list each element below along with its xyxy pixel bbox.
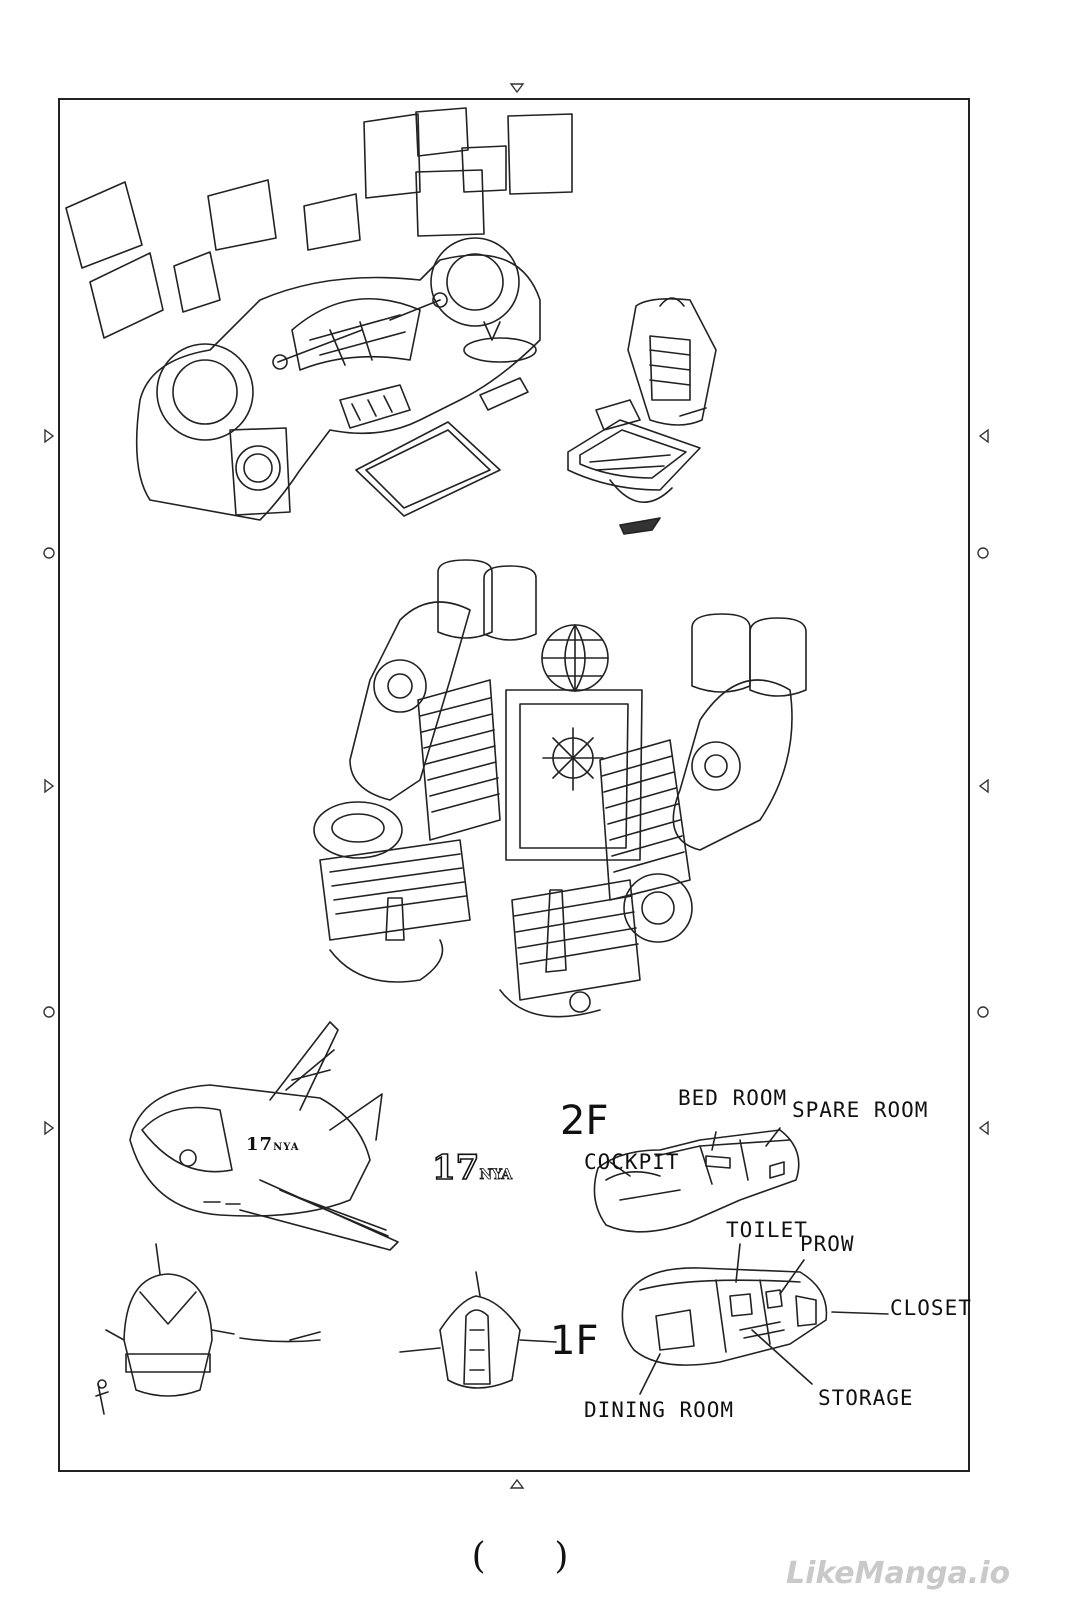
ship-logo-suffix: NYA	[479, 1167, 513, 1184]
label-bed-room: BED ROOM	[678, 1086, 788, 1110]
ship-logo-number: 17	[431, 1147, 480, 1189]
page-number: ( )	[471, 1536, 569, 1577]
label-closet: CLOSET	[890, 1296, 972, 1320]
hull-marking: 17NYA	[246, 1134, 299, 1155]
label-floor-2: 2F	[560, 1098, 609, 1144]
label-dining-room: DINING ROOM	[584, 1398, 735, 1422]
hull-marking-number: 17	[246, 1134, 274, 1155]
watermark: LikeManga.io	[786, 1556, 1011, 1591]
label-spare-room: SPARE ROOM	[792, 1098, 929, 1122]
label-storage: STORAGE	[818, 1386, 914, 1410]
label-prow: PROW	[800, 1232, 855, 1256]
ship-logo: 17NYA	[431, 1147, 513, 1189]
label-cockpit: COCKPIT	[584, 1150, 680, 1174]
page-frame	[58, 98, 970, 1472]
hull-marking-suffix: NYA	[273, 1142, 300, 1153]
label-toilet: TOILET	[726, 1218, 808, 1242]
label-floor-1: 1F	[550, 1318, 599, 1364]
